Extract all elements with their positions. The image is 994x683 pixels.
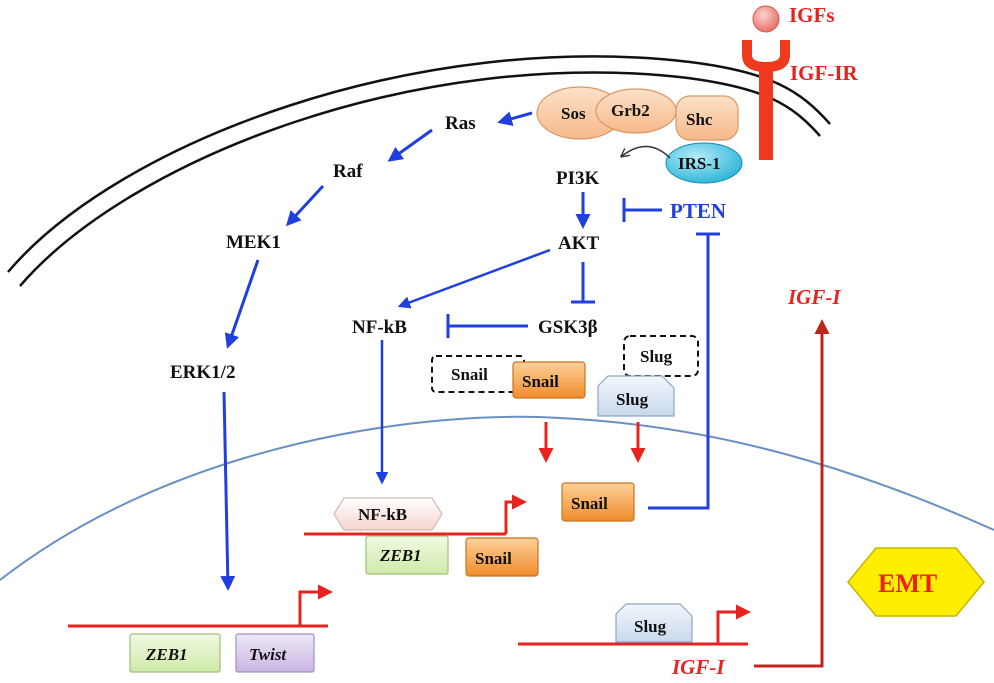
ras-label: Ras — [445, 113, 476, 134]
irs1-to-pi3k-arrow — [622, 145, 671, 159]
twist-label: Twist — [249, 645, 287, 664]
sos-to-ras-arrow — [497, 111, 533, 126]
grb2-label: Grb2 — [611, 101, 650, 120]
cell-membrane-outer — [7, 55, 831, 273]
irs1-node — [665, 142, 743, 184]
snail-bound-label: Snail — [475, 549, 512, 568]
tss-arrow-bottom-left — [298, 584, 333, 626]
slug-inactive-label: Slug — [640, 347, 673, 366]
erk-label: ERK1/2 — [170, 362, 235, 383]
nuclear-envelope — [0, 415, 994, 581]
igfs-ligand — [752, 5, 780, 33]
slug-bound-box — [615, 603, 693, 643]
erk-to-nucleus-arrow — [220, 391, 236, 591]
akt-inhibits-gsk3b — [571, 262, 595, 304]
shc-label: Shc — [686, 110, 713, 129]
nfkb-bound-box — [333, 497, 443, 531]
tss-arrow-mid — [504, 494, 527, 534]
igf1-secretion-arrow — [754, 319, 830, 668]
igf-ir-receptor — [742, 40, 790, 160]
ras-to-raf-arrow — [387, 128, 433, 162]
gsk3b-label: GSK3β — [538, 317, 598, 338]
igf-ir-label: IGF-IR — [790, 61, 859, 85]
mek1-label: MEK1 — [226, 232, 281, 253]
snail-product-label: Snail — [571, 494, 608, 513]
pi3k-label: PI3K — [556, 168, 600, 189]
snail-inactive-label: Snail — [451, 365, 488, 384]
zeb1-mid-box — [365, 535, 449, 575]
snail-bound-box — [465, 537, 539, 577]
shc-node — [675, 95, 739, 141]
pten-inhibits-pi3k — [622, 198, 662, 222]
snail-active-label: Snail — [522, 372, 559, 391]
slug-active-label: Slug — [616, 390, 649, 409]
twist-box — [235, 633, 315, 673]
akt-to-nfkb-arrow — [397, 248, 551, 309]
grb2-node — [595, 88, 677, 134]
akt-label: AKT — [558, 233, 600, 254]
emt-label: EMT — [878, 569, 937, 598]
secreted-igf1-label: IGF-I — [787, 285, 841, 309]
gsk3b-inhibits-nfkb — [446, 314, 528, 338]
emt-hexagon — [847, 547, 985, 617]
zeb1-bottom-label: ZEB1 — [145, 645, 188, 664]
pten-label: PTEN — [670, 199, 726, 223]
nfkb-label: NF-kB — [352, 317, 407, 338]
zeb1-bottom-box — [129, 633, 221, 673]
igfs-label: IGFs — [789, 3, 835, 27]
mek1-to-erk-arrow — [224, 259, 260, 349]
irs1-label: IRS-1 — [678, 154, 721, 173]
slug-inactive-box — [623, 335, 699, 377]
slug-active-box — [597, 375, 675, 417]
raf-to-mek1-arrow — [285, 184, 325, 227]
sos-label: Sos — [561, 104, 586, 123]
snail-active-box — [512, 361, 586, 399]
nfkb-bound-label: NF-kB — [358, 505, 407, 524]
igf1-gene-label: IGF-I — [671, 655, 725, 679]
raf-label: Raf — [333, 161, 363, 182]
snail-product-box — [561, 482, 635, 522]
snail-inhibits-pten — [648, 232, 720, 510]
slug-bound-label: Slug — [634, 617, 667, 636]
zeb1-mid-label: ZEB1 — [379, 546, 422, 565]
tss-arrow-bottom-right — [716, 604, 751, 644]
